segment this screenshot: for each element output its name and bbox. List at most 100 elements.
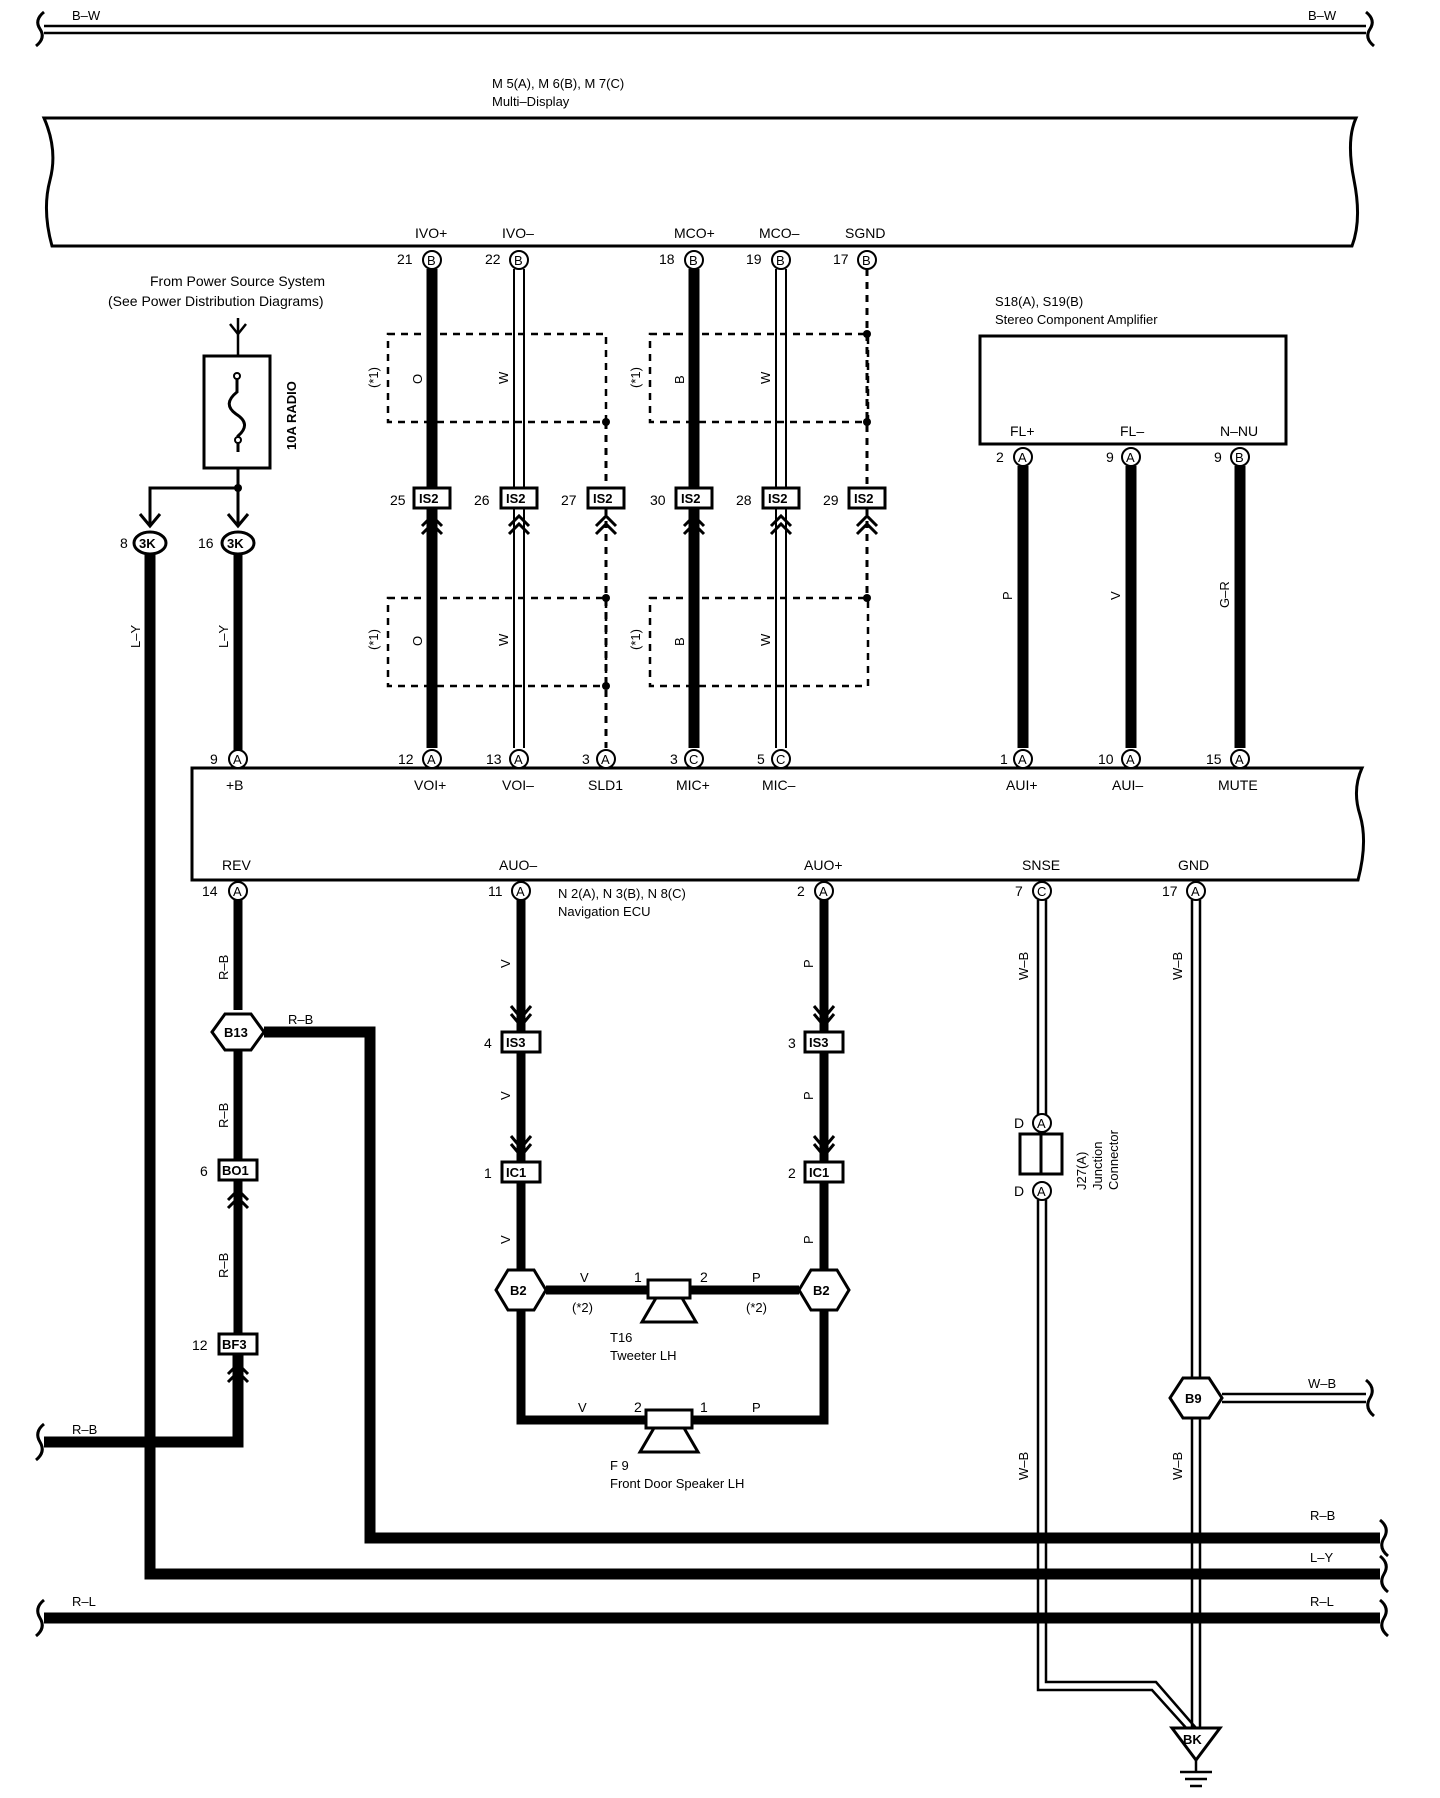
pin-conn-18: B (689, 253, 698, 268)
is3-num-4: 4 (484, 1035, 492, 1051)
door-pin-left: 2 (634, 1399, 642, 1415)
wire-ly-right: L–Y (216, 625, 231, 648)
nav-sig-gnd: GND (1178, 857, 1209, 873)
is2-num-27: 27 (561, 492, 577, 508)
nav-top-num-9: 9 (210, 751, 218, 767)
multi-display-refs: M 5(A), M 6(B), M 7(C) (492, 76, 624, 91)
is2-name-29: IS2 (854, 491, 874, 506)
amp-sig-n-nu: N–NU (1220, 423, 1258, 439)
wire-color-b-upper: B (672, 375, 687, 384)
rev-circuit: R–B B13 R–B R–B 6 BO1 R–B 12 BF3 R–B (35, 900, 1380, 1544)
wire-rb-bo1-bf3: R–B (216, 1253, 231, 1278)
display-pins: IVO+ 21 B IVO– 22 B MCO+ 18 B MCO– 19 B … (397, 225, 885, 270)
tweeter-color-right: P (752, 1270, 761, 1285)
door-color-left: V (578, 1400, 587, 1415)
pin-sig-ivo-plus: IVO+ (415, 225, 447, 241)
bf3-num: 12 (192, 1337, 208, 1353)
pin-sig-ivo-minus: IVO– (502, 225, 534, 241)
jn-name-16: 3K (227, 536, 244, 551)
power-source-line1: From Power Source System (150, 273, 325, 289)
wire-color-w2-upper: W (758, 371, 773, 384)
tweeter-name: Tweeter LH (610, 1348, 676, 1363)
wire-v-2: V (498, 1091, 513, 1100)
ic1-name-1: IC1 (506, 1165, 526, 1180)
j27-pin-bottom: D (1014, 1183, 1024, 1199)
b9-label: B9 (1185, 1391, 1202, 1406)
wire-rb-b13-bo1: R–B (216, 1103, 231, 1128)
tweeter-note-left: (*2) (572, 1300, 593, 1315)
ly-long-wire (144, 554, 1380, 1580)
nav-sig-voi-plus: VOI+ (414, 777, 446, 793)
pin-num-17: 17 (833, 251, 849, 267)
nav-sig-mute: MUTE (1218, 777, 1258, 793)
wire-color-b-lower: B (672, 637, 687, 646)
is2-connectors: 25 IS2 26 IS2 27 IS2 30 IS2 28 IS2 29 IS… (390, 486, 887, 536)
nav-bot-num-17: 17 (1162, 883, 1178, 899)
wire-wb-gnd: W–B (1170, 952, 1185, 980)
tweeter-pin1: 1 (634, 1269, 642, 1285)
tweeter-pin2: 2 (700, 1269, 708, 1285)
ic1-num-1: 1 (484, 1165, 492, 1181)
power-source: From Power Source System (See Power Dist… (108, 273, 325, 529)
wire-wb-snse-lower: W–B (1016, 1452, 1031, 1480)
is2-num-29: 29 (823, 492, 839, 508)
b13-label: B13 (224, 1025, 248, 1040)
bottom-bus-left-label: R–L (72, 1594, 96, 1609)
nav-sig-aui-minus: AUI– (1112, 777, 1143, 793)
top-bus-right-label: B–W (1308, 8, 1337, 23)
nav-sig-mic-minus: MIC– (762, 777, 796, 793)
is2-name-30: IS2 (681, 491, 701, 506)
is3-num-3: 3 (788, 1035, 796, 1051)
jn-num-8: 8 (120, 535, 128, 551)
right-buses: R–B L–Y R–L R–L (35, 1508, 1389, 1638)
wire-color-v-amp: V (1108, 591, 1123, 600)
ground-circuit: W–B D A D A J27(A) Junction Connector W–… (1014, 900, 1375, 1788)
door-name: Front Door Speaker LH (610, 1476, 744, 1491)
tweeter-note-right: (*2) (746, 1300, 767, 1315)
junction-3k: 8 3K 16 3K L–Y L–Y (120, 530, 256, 760)
tweeter-speaker-icon (646, 1278, 692, 1300)
nav-top-num-3a: 3 (582, 751, 590, 767)
nav-top-num-13: 13 (486, 751, 502, 767)
ic1-name-2: IC1 (809, 1165, 829, 1180)
nav-bot-conn-14: A (233, 884, 242, 899)
is2-num-28: 28 (736, 492, 752, 508)
amp-conn-2: A (1018, 450, 1027, 465)
nav-top-conn-9: A (233, 752, 242, 767)
nav-bot-num-7: 7 (1015, 883, 1023, 899)
nav-sig-voi-minus: VOI– (502, 777, 534, 793)
nav-top-num-1: 1 (1000, 751, 1008, 767)
is2-num-30: 30 (650, 492, 666, 508)
is2-num-26: 26 (474, 492, 490, 508)
wire-p-2: P (801, 1091, 816, 1100)
nav-top-conn-10: A (1126, 752, 1135, 767)
amp-sig-fl-plus: FL+ (1010, 423, 1035, 439)
nav-bot-conn-17: A (1191, 884, 1200, 899)
wire-color-w-upper: W (496, 371, 511, 384)
wire-p-1: P (801, 959, 816, 968)
b9-branch-color: W–B (1308, 1376, 1336, 1391)
amp-pin-2: 2 (996, 449, 1004, 465)
nav-top-num-5: 5 (757, 751, 765, 767)
j27-line2: Junction (1090, 1142, 1105, 1190)
nav-top-conn-5: C (776, 752, 785, 767)
wire-ly-left: L–Y (128, 625, 143, 648)
stereo-amplifier: S18(A), S19(B) Stereo Component Amplifie… (978, 294, 1288, 748)
wire-v-3: V (498, 1235, 513, 1244)
nav-top-num-15: 15 (1206, 751, 1222, 767)
wire-color-o-lower: O (410, 636, 425, 646)
amp-name: Stereo Component Amplifier (995, 312, 1158, 327)
shield-note-3: (*1) (366, 629, 381, 650)
wire-rb-rev: R–B (216, 955, 231, 980)
right-bus-rb: R–B (1310, 1508, 1335, 1523)
b13-branch-color: R–B (288, 1012, 313, 1027)
wire-wb-snse: W–B (1016, 952, 1031, 980)
pin-conn-21: B (427, 253, 436, 268)
nav-bot-conn-7: C (1037, 884, 1046, 899)
wire-color-o-upper: O (410, 374, 425, 384)
nav-sig-sld1: SLD1 (588, 777, 623, 793)
upper-wires: (*1) (*1) O W B W (366, 269, 871, 488)
pin-conn-19: B (776, 253, 785, 268)
nav-top-num-10: 10 (1098, 751, 1114, 767)
